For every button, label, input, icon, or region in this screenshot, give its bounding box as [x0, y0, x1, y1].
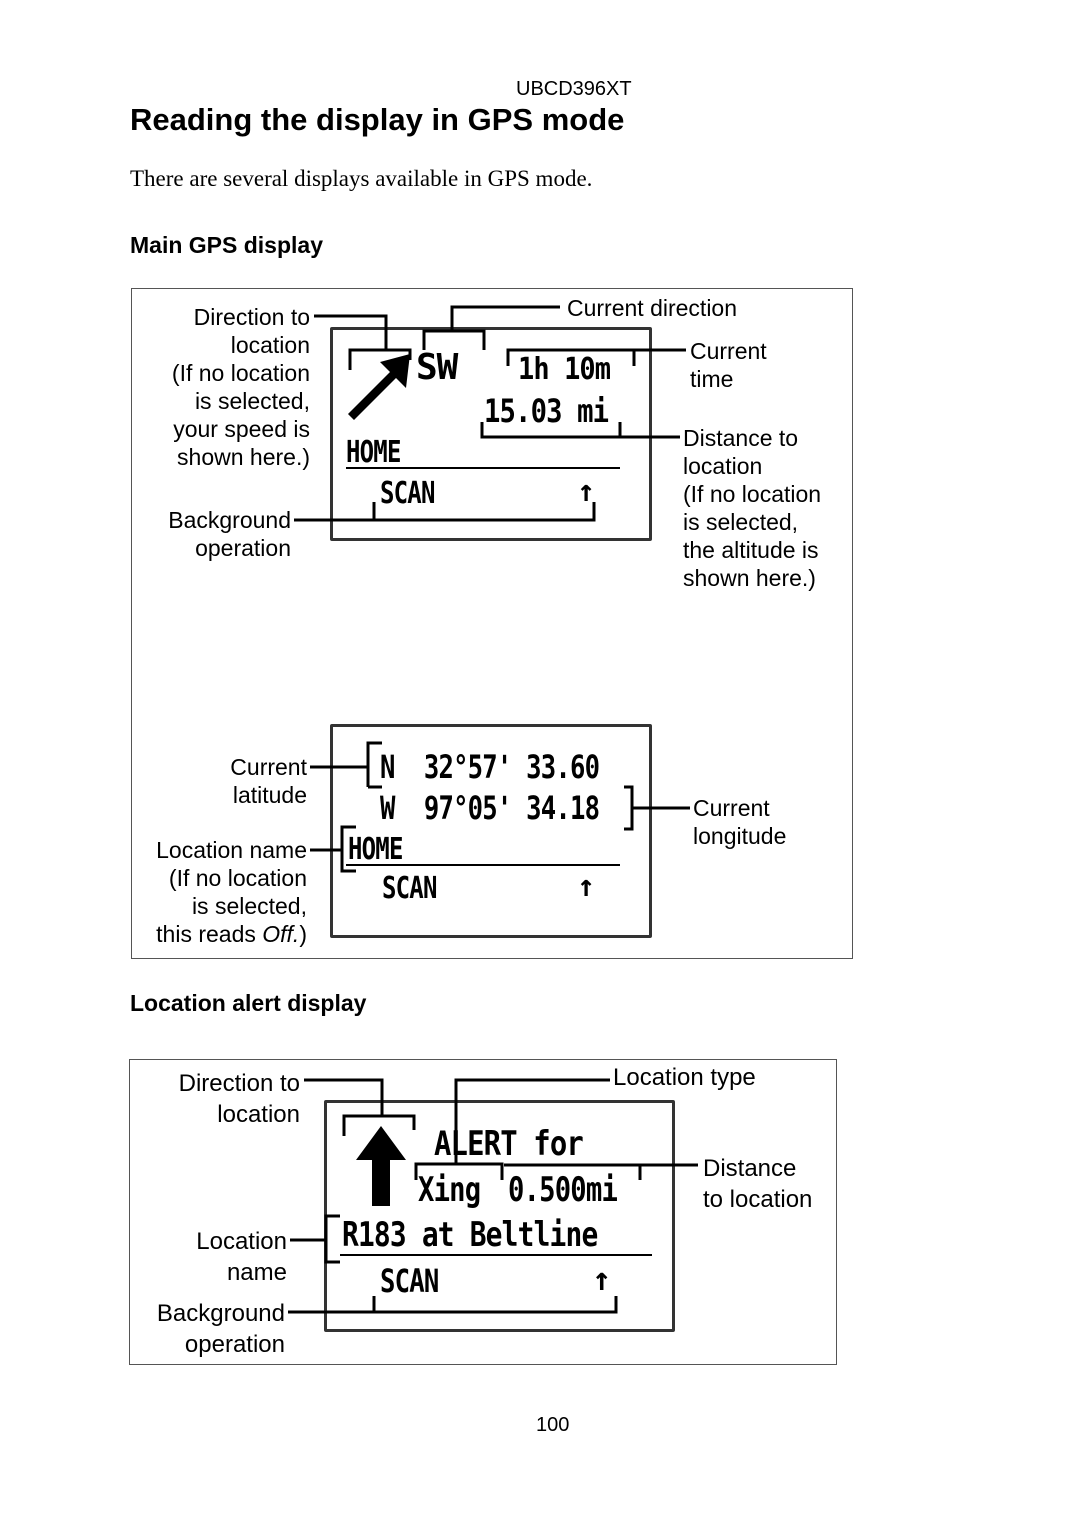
lcd-divider-2	[346, 864, 620, 866]
lcd-background-op: SCAN	[380, 476, 435, 511]
lcd-alert-location-name: R183 at Beltline	[342, 1215, 598, 1255]
up-arrow-icon: ↑	[577, 474, 595, 509]
label-current-latitude: Current latitude	[230, 754, 307, 808]
direction-arrow-icon	[348, 354, 410, 420]
lcd-divider-3	[340, 1254, 652, 1256]
label-current-longitude: Current longitude	[693, 795, 787, 849]
lcd-location-name-2: HOME	[348, 832, 403, 867]
label-alert-direction-to-location: Direction to location	[178, 1070, 300, 1128]
label-location-name: Location name (If no location is selecte…	[130, 836, 307, 948]
lcd-direction: SW	[416, 347, 458, 388]
label-direction-to-location: Direction to location (If no location is…	[171, 304, 310, 470]
lcd-divider	[346, 467, 620, 469]
label-alert-location-name: Location name	[196, 1228, 287, 1286]
label-location-name-text: Location name (If no location is selecte…	[156, 837, 307, 947]
page-title: Reading the display in GPS mode	[130, 102, 625, 137]
callout-direction-to-location	[314, 314, 388, 370]
lcd-alert-line: ALERT for	[434, 1124, 584, 1164]
lcd-background-op-2: SCAN	[382, 871, 437, 906]
lcd-alert-background-op: SCAN	[380, 1262, 439, 1300]
label-alert-background-operation: Background operation	[156, 1300, 285, 1358]
label-current-direction: Current direction	[567, 295, 738, 321]
label-alert-distance-to-location: Distance to location	[703, 1155, 813, 1213]
label-background-operation: Background operation	[168, 507, 291, 561]
lcd-distance: 15.03 mi	[484, 392, 609, 430]
lcd-longitude: W 97°05' 34.18	[380, 789, 600, 827]
lcd-alert-distance: 0.500mi	[508, 1170, 618, 1210]
up-arrow-icon: ↑	[577, 869, 595, 904]
label-off-italic: Off.	[262, 921, 300, 947]
label-distance-to-location: Distance to location (If no location is …	[683, 425, 822, 591]
label-location-name-close: )	[299, 921, 307, 947]
page-number: 100	[536, 1414, 570, 1436]
lcd-latitude: N 32°57' 33.60	[380, 748, 600, 786]
lcd-time: 1h 10m	[518, 352, 611, 387]
label-location-type: Location type	[613, 1064, 756, 1091]
up-direction-arrow-icon	[356, 1126, 406, 1206]
intro-paragraph: There are several displays available in …	[130, 166, 593, 191]
label-current-time: Current time	[690, 338, 767, 392]
section-heading-location-alert: Location alert display	[130, 990, 367, 1016]
up-arrow-icon: ↑	[592, 1260, 611, 1298]
lcd-location-type: Xing	[418, 1170, 481, 1210]
lcd-location-name: HOME	[346, 435, 401, 470]
header-model-name: UBCD396XT	[516, 78, 632, 100]
section-heading-main-gps: Main GPS display	[130, 232, 323, 258]
coordinates-screen	[330, 724, 652, 938]
